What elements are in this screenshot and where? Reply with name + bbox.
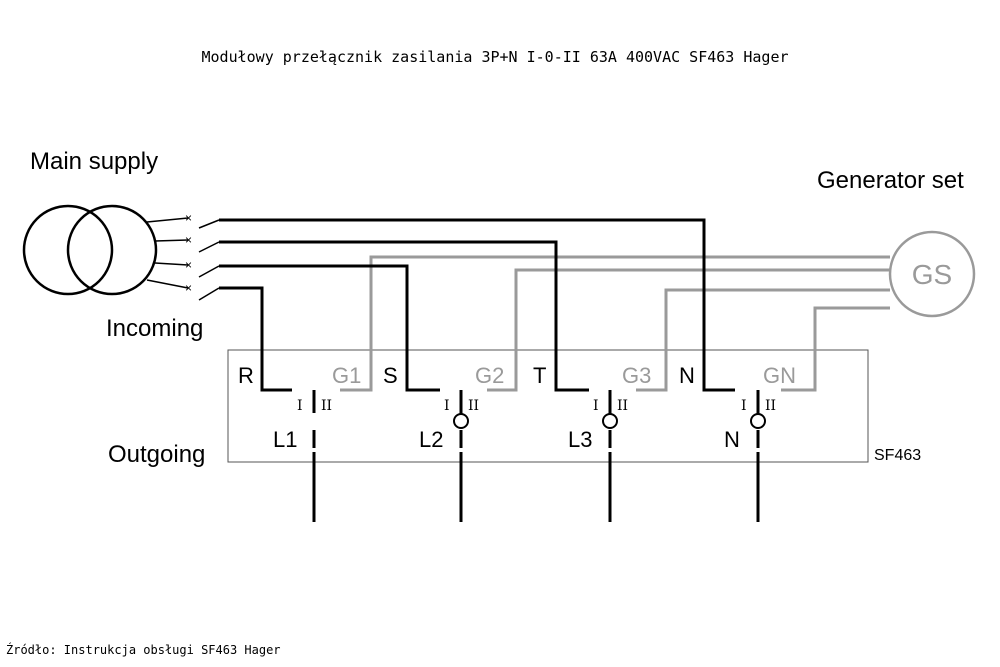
pole-4-pos1: I [741, 398, 747, 414]
source-note: Źródło: Instrukcja obsługi SF463 Hager [6, 643, 281, 657]
output-label: L2 [419, 427, 443, 452]
svg-text:×: × [185, 211, 192, 225]
pole-1-pos1: I [297, 398, 303, 414]
pole-2-pos1: I [444, 398, 450, 414]
supply-terminals [146, 217, 189, 289]
model-label: SF463 [874, 447, 921, 464]
page-title: Modułowy przełącznik zasilania 3P+N I-0-… [201, 48, 789, 66]
device-box [227, 349, 869, 463]
pole-3: I II [593, 390, 628, 522]
svg-text:×: × [185, 258, 192, 272]
pole-2-pos2: II [468, 398, 479, 414]
svg-text:×: × [185, 233, 192, 247]
pole-1-pos2: II [321, 398, 332, 414]
pole-3-pos2: II [617, 398, 628, 414]
terminal-label-gen: G3 [622, 363, 651, 388]
pole-4: I II [741, 390, 776, 522]
terminal-label-gen: G1 [332, 363, 361, 388]
generator-label: GS [912, 259, 952, 290]
output-label: L1 [273, 427, 297, 452]
pole-2: I II [444, 390, 479, 522]
outgoing-label: Outgoing [108, 441, 205, 468]
supply-switch-stubs [198, 219, 220, 301]
generator-set-label: Generator set [817, 167, 964, 194]
terminal-label-in: N [679, 363, 695, 388]
generator-icon [888, 230, 976, 318]
main-supply-label: Main supply [30, 148, 158, 175]
terminal-label-gen: GN [763, 363, 796, 388]
transformer-icon [22, 204, 158, 296]
pole-4-pos2: II [765, 398, 776, 414]
pole-4-contact-icon [750, 413, 766, 429]
pole-3-pos1: I [593, 398, 599, 414]
svg-text:×: × [185, 281, 192, 295]
terminal-marks: × × × × [185, 211, 192, 295]
output-label: N [724, 427, 740, 452]
incoming-label: Incoming [106, 315, 203, 342]
pole-2-contact-icon [453, 413, 469, 429]
terminal-label-in: R [238, 363, 254, 388]
generator-wires [340, 255, 890, 392]
terminal-label-in: T [533, 363, 546, 388]
terminal-label-gen: G2 [475, 363, 504, 388]
terminal-label-in: S [383, 363, 398, 388]
pole-3-contact-icon [602, 413, 618, 429]
output-label: L3 [568, 427, 592, 452]
mains-wires [219, 218, 735, 392]
pole-1: I II [297, 390, 332, 522]
